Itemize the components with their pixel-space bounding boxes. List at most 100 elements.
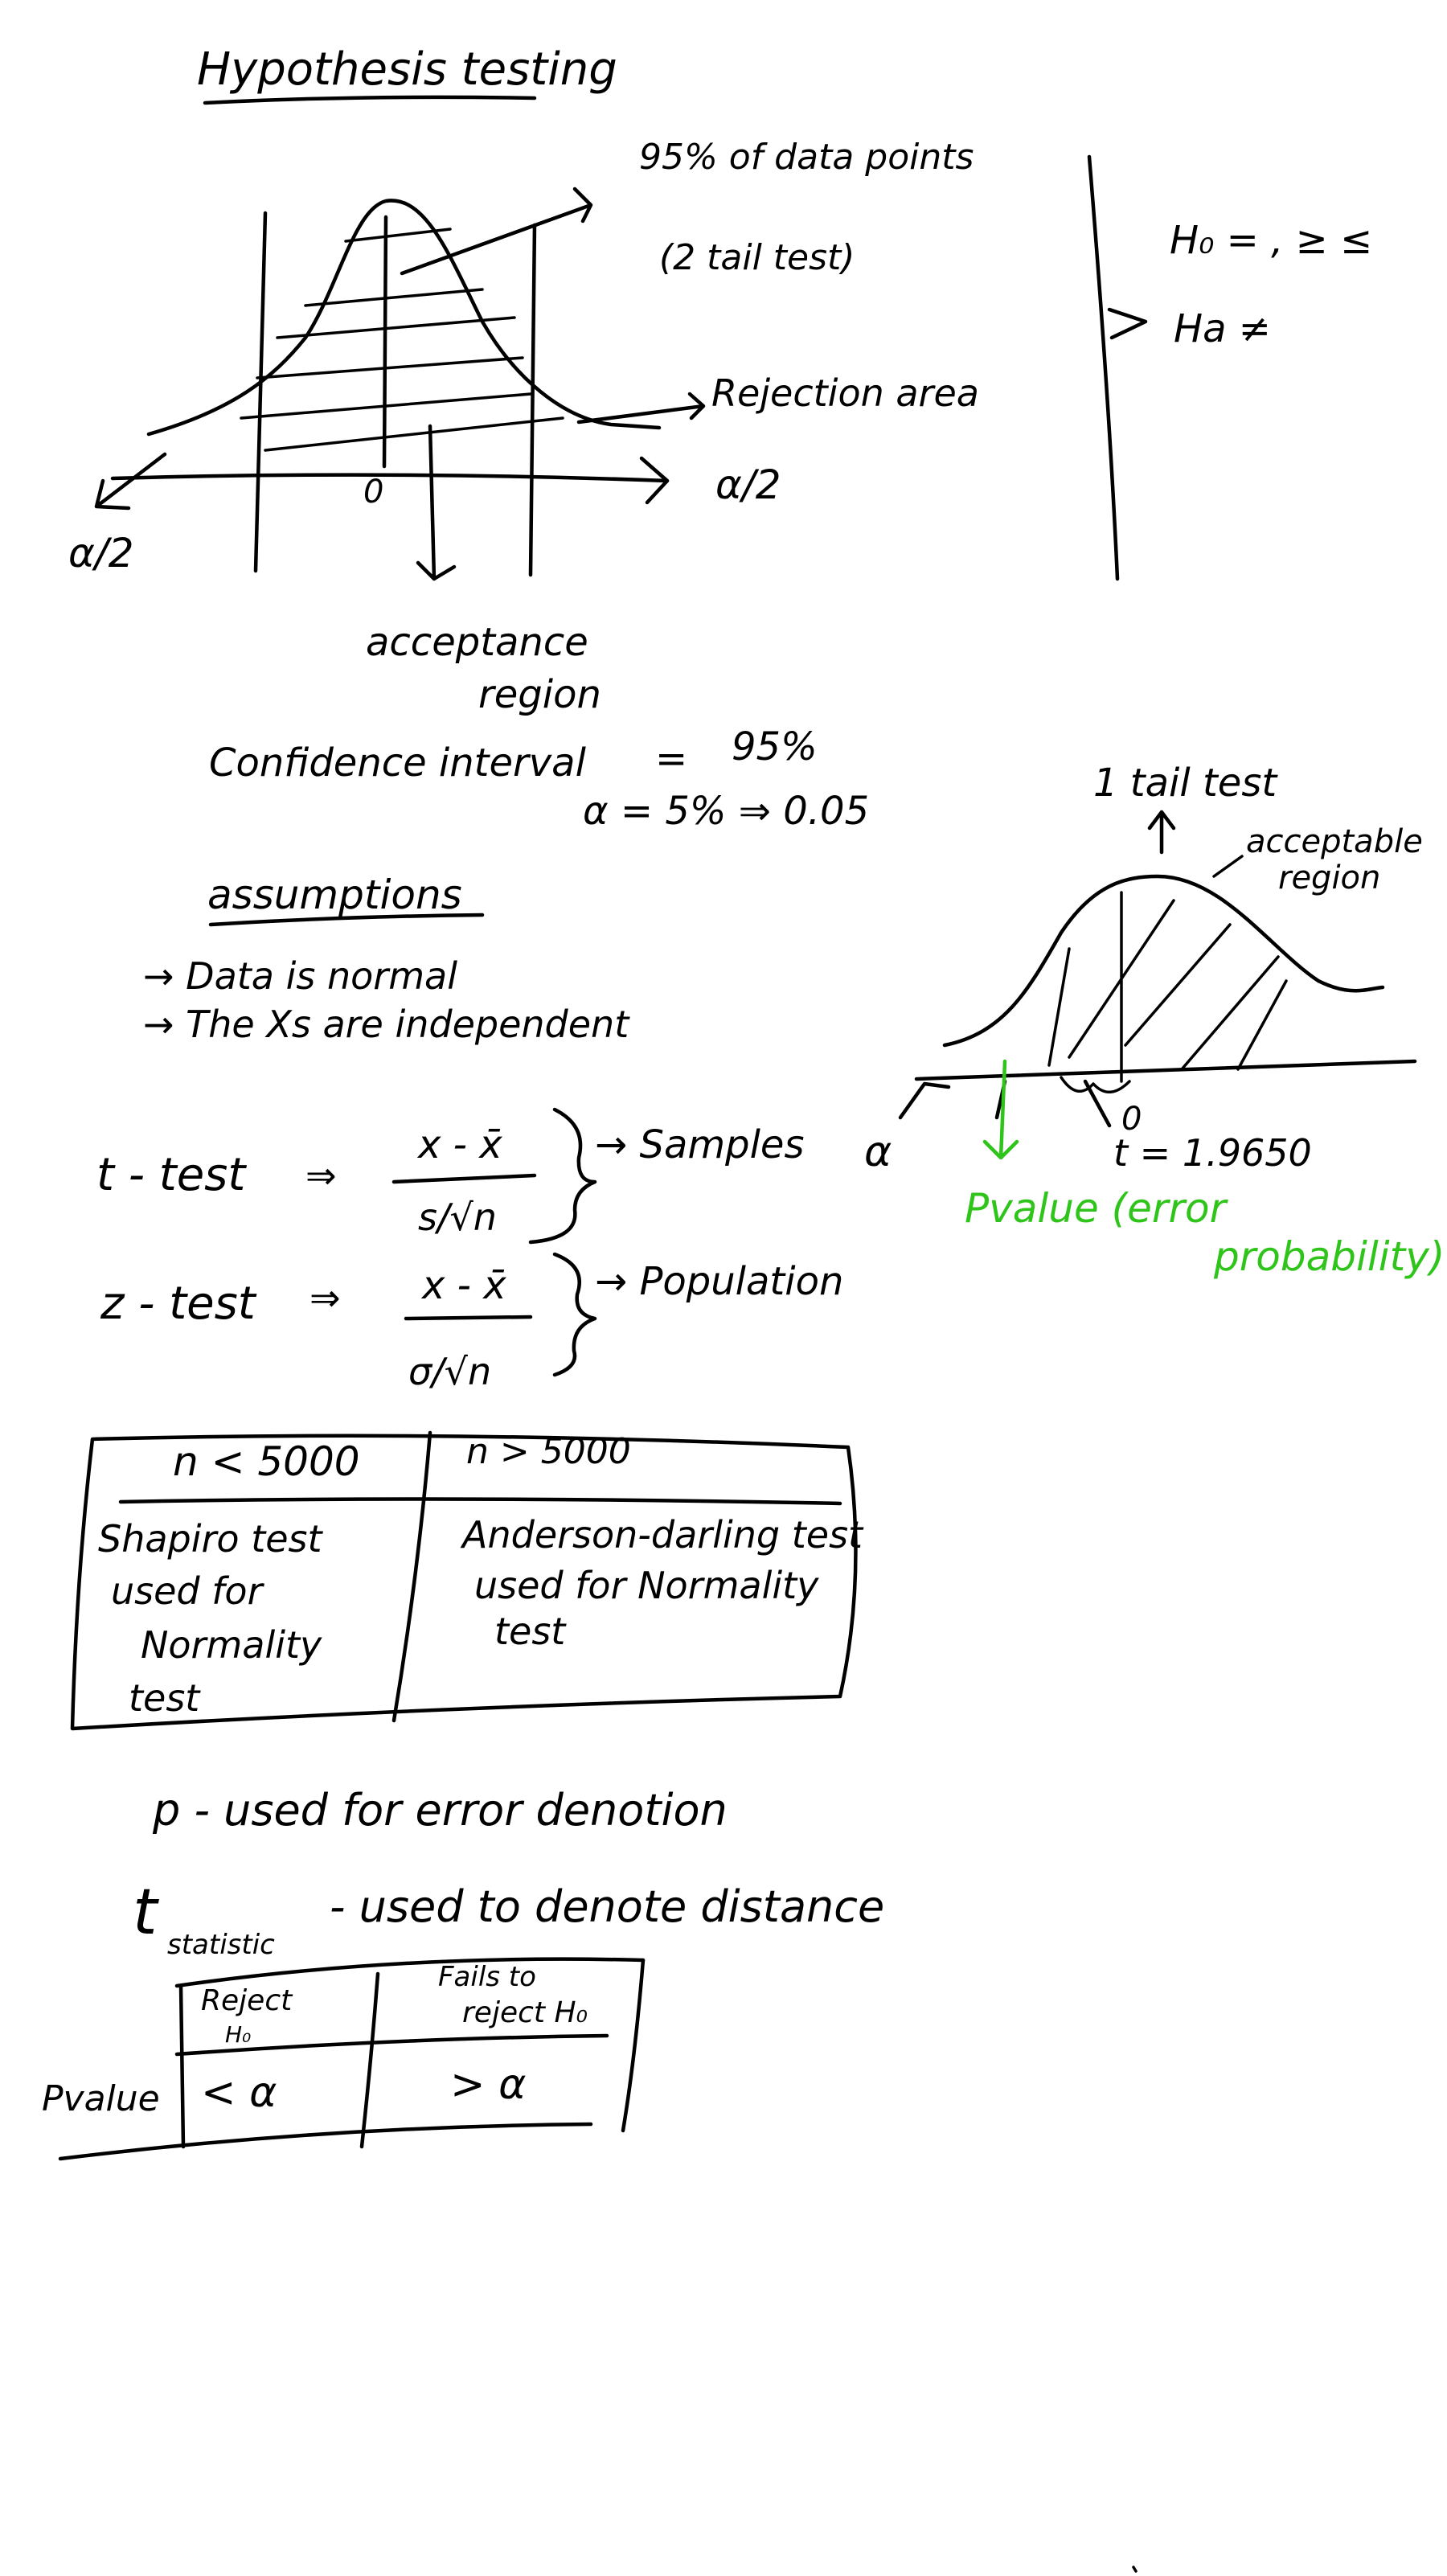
center-line	[382, 215, 388, 469]
z-test-note: → Population	[595, 1259, 843, 1304]
t-test-name: t - test	[96, 1149, 247, 1201]
one-tail-title: 1 tail test	[1093, 761, 1278, 806]
decision-table-left-line	[178, 1983, 186, 2149]
acceptance-label-1: acceptance	[366, 620, 588, 665]
one-tail-up-arrow	[1147, 810, 1176, 855]
pvalue-label-1: Pvalue (error	[965, 1185, 1229, 1232]
t-test-numerator: x - x̄	[416, 1122, 502, 1167]
p-note: p - used for error denotion	[152, 1785, 728, 1836]
normality-col2-line3: test	[494, 1610, 567, 1653]
t-test-fraction-bar	[391, 1173, 537, 1184]
z-test-arrow: ⇒	[309, 1276, 341, 1319]
ci-equals: =	[655, 736, 687, 781]
alpha-half-left: α/2	[68, 530, 134, 576]
decision-cell-reject: < α	[201, 2069, 277, 2117]
pct-arrow	[400, 187, 593, 276]
two-tail-diagram	[94, 187, 706, 581]
pvalue-green-arrow	[982, 1059, 1019, 1160]
one-tail-axis	[914, 1059, 1417, 1081]
normality-col2-header: n > 5000	[466, 1431, 631, 1472]
h0-label: H₀ = , ≥ ≤	[1170, 218, 1372, 263]
acceptable-region-arrow	[1212, 855, 1244, 878]
rejection-arrow	[576, 392, 706, 425]
one-tail-curve	[942, 874, 1385, 1048]
one-tail-diagram	[898, 874, 1417, 1160]
x-axis-right-arrow	[639, 456, 670, 505]
z-test-name: z - test	[100, 1278, 257, 1330]
decision-row-label: Pvalue	[42, 2078, 160, 2119]
left-critical-line	[253, 211, 268, 573]
acceptance-label-2: region	[478, 672, 601, 717]
decision-table-column-line	[359, 1971, 380, 2149]
decision-col2-header-2: reject H₀	[462, 1996, 588, 2029]
alpha-half-right: α/2	[715, 461, 781, 508]
normality-col2-line1: Anderson-darling test	[460, 1513, 864, 1557]
decision-table-bottom-line	[58, 2122, 593, 2161]
z-test-denominator: σ/√n	[408, 1350, 491, 1393]
x-axis-left-arrow	[94, 452, 167, 511]
normality-col1-header: n < 5000	[173, 1438, 360, 1485]
one-tail-alpha: α	[864, 1128, 892, 1176]
decision-col1-header-1: Reject	[201, 1984, 293, 2017]
alpha-equation: α = 5% ⇒ 0.05	[583, 789, 869, 834]
decision-table	[58, 1957, 646, 2161]
decision-col1-header-2: H₀	[225, 2021, 251, 2048]
t-note-subscript: statistic	[167, 1929, 275, 1961]
ci-value: 95%	[732, 724, 818, 769]
acceptable-region-label-2: region	[1278, 859, 1380, 896]
decision-table-header-line	[174, 2033, 609, 2057]
ha-label: Ha ≠	[1174, 306, 1271, 351]
normality-col1-line4: test	[129, 1676, 201, 1720]
pvalue-label-2: probability)	[1213, 1233, 1445, 1280]
rejection-area-label: Rejection area	[711, 371, 979, 415]
t-value-label: t = 1.9650	[1113, 1131, 1312, 1175]
z-test-numerator: x - x̄	[420, 1263, 506, 1308]
x-axis	[110, 473, 670, 483]
assumption-item-1: → Data is normal	[143, 954, 457, 998]
ci-label: Confidence interval	[209, 740, 587, 786]
t-test-note: → Samples	[595, 1122, 804, 1167]
decision-cell-fail: > α	[450, 2061, 526, 2109]
hypotheses-bracket-tick	[1107, 307, 1148, 340]
page-title: Hypothesis testing	[197, 43, 617, 96]
normality-table-outer	[70, 1434, 858, 1731]
decision-table-right-line	[621, 1958, 646, 2133]
normality-col1-line2: used for	[111, 1569, 265, 1613]
one-tail-zero: 0	[1121, 1101, 1142, 1138]
decision-table-top-line	[174, 1957, 646, 1988]
one-tail-hatching	[1047, 891, 1288, 1083]
normality-table	[70, 1430, 858, 1731]
decision-col2-header-1: Fails to	[438, 1961, 536, 1993]
t-test-brace	[528, 1107, 597, 1245]
pct-data-points-label: 95% of data points	[639, 137, 974, 178]
hypotheses-vertical-line	[1087, 154, 1120, 581]
z-test-brace	[552, 1252, 597, 1377]
t-test-arrow: ⇒	[305, 1154, 337, 1197]
assumptions-heading: assumptions	[207, 872, 462, 918]
t-note-base: t	[133, 1877, 159, 1949]
z-test-fraction-bar	[404, 1315, 533, 1321]
right-critical-line	[528, 223, 537, 577]
normality-table-column-line	[391, 1430, 432, 1723]
one-tail-left-squiggle	[898, 1079, 1007, 1120]
normality-table-header-line	[118, 1497, 842, 1506]
one-tail-bump	[1060, 1076, 1131, 1093]
normality-col2-line2: used for Normality	[474, 1564, 819, 1607]
shading-hatch-lines	[240, 228, 564, 452]
assumptions-underline	[208, 913, 485, 927]
acceptance-arrow	[416, 424, 457, 581]
acceptable-region-label-1: acceptable	[1246, 823, 1423, 860]
assumption-item-2: → The Xs are independent	[143, 1003, 630, 1046]
bell-curve	[146, 199, 662, 437]
zero-label: 0	[363, 474, 383, 511]
t-note-rest: - used to denote distance	[330, 1881, 884, 1932]
stray-ink-dot	[1132, 2566, 1138, 2573]
two-tail-test-label: (2 tail test)	[659, 237, 855, 278]
title-underline	[203, 95, 537, 105]
normality-col1-line3: Normality	[141, 1623, 322, 1667]
t-value-pointer	[1083, 1079, 1112, 1128]
normality-col1-line1: Shapiro test	[98, 1517, 324, 1561]
t-test-denominator: s/√n	[418, 1196, 497, 1239]
